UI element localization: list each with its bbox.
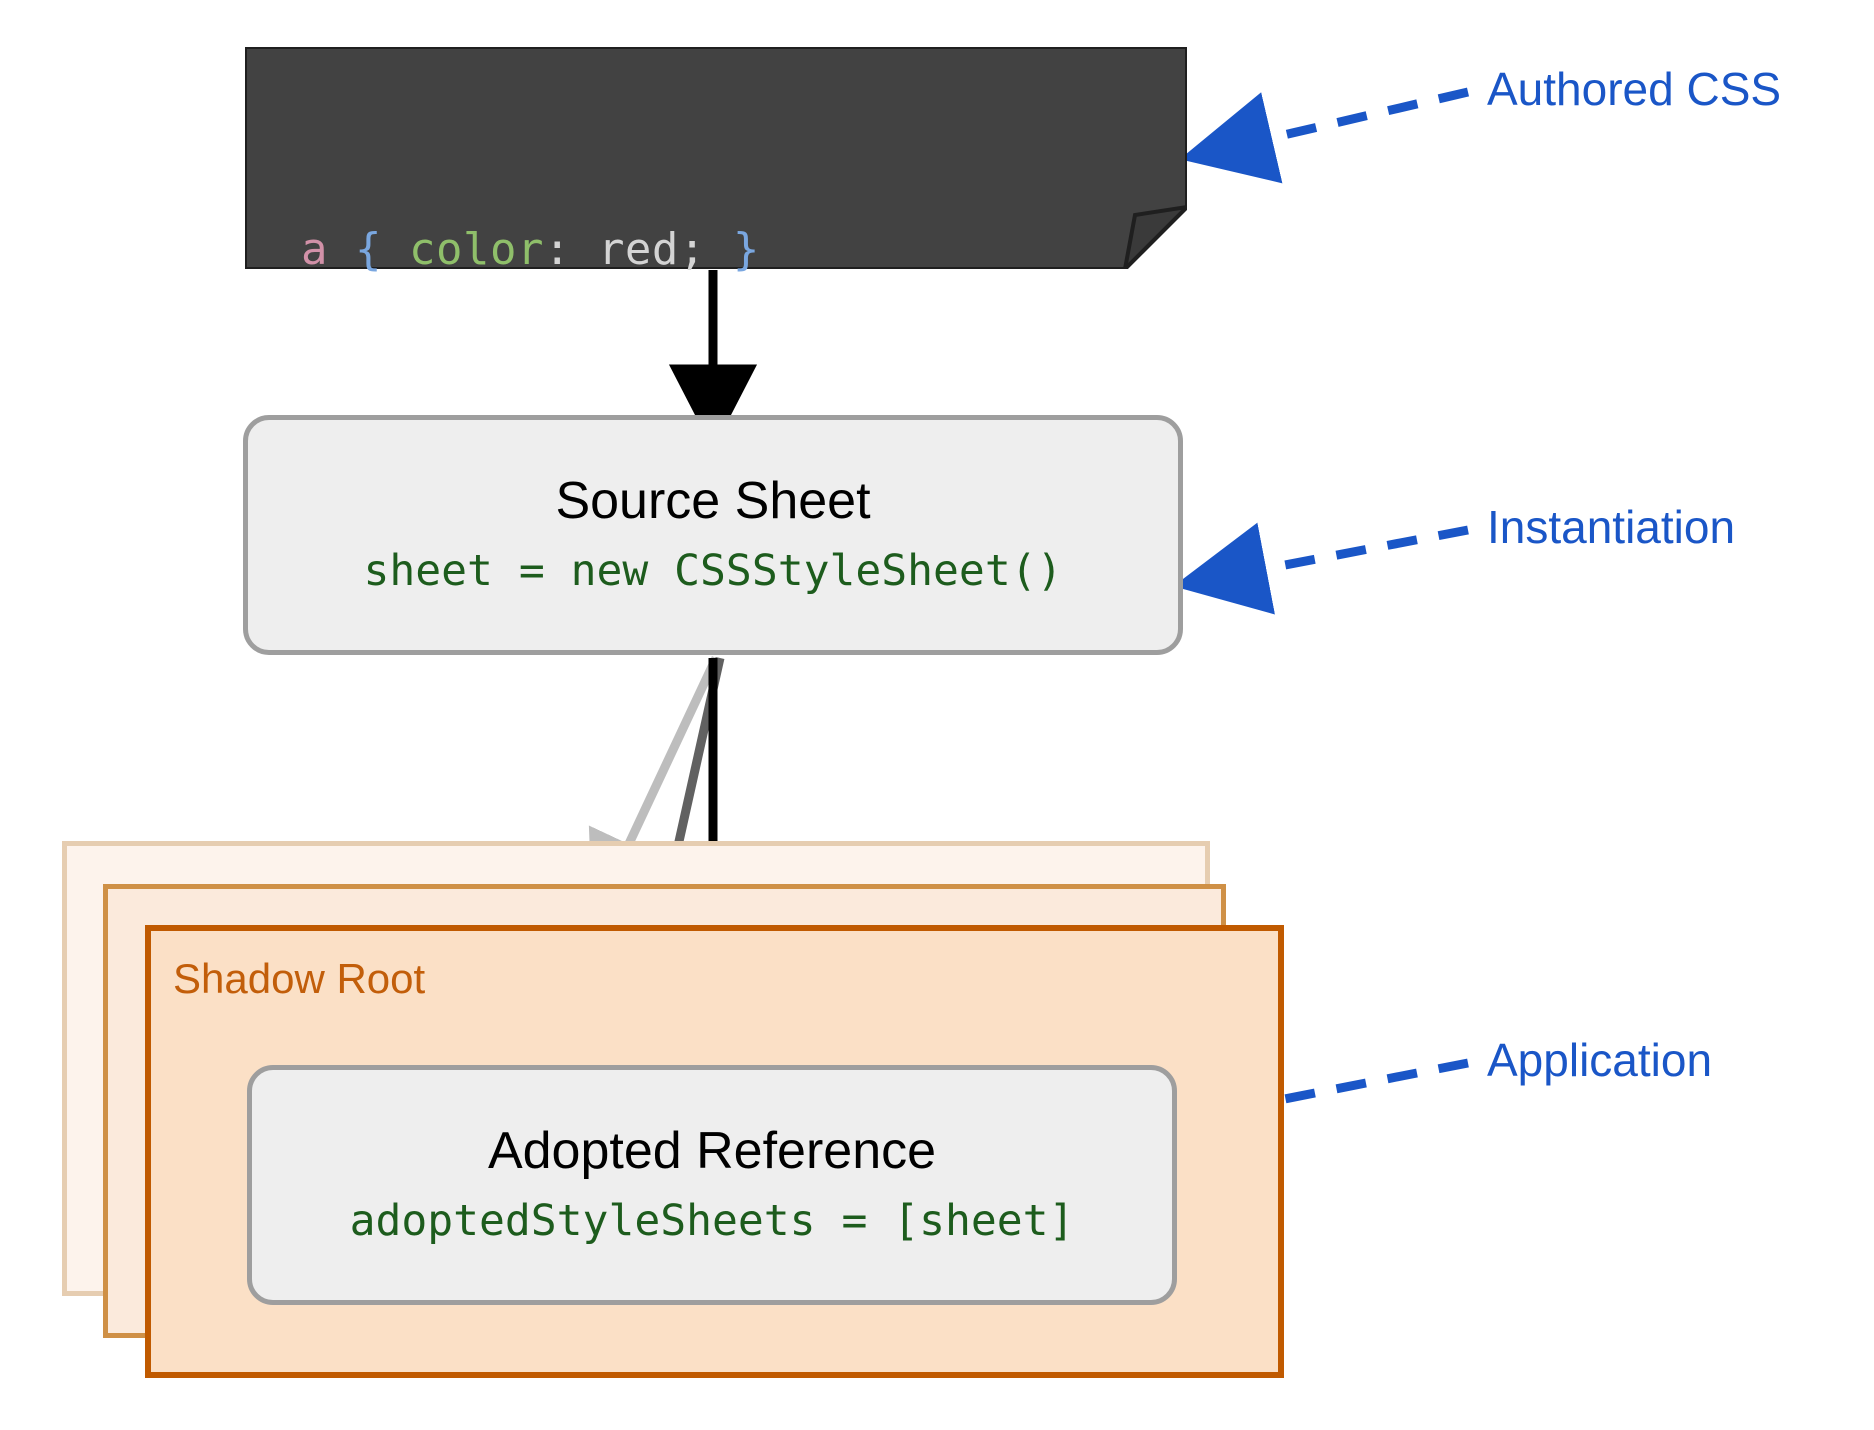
- authored-css-card: a { color: red; } p { padding: 10px; }: [243, 45, 1193, 461]
- annotation-label-application: Application: [1487, 1034, 1713, 1086]
- annotation-leader-authored-css: [1179, 87, 1470, 184]
- source-sheet-code: sheet = new CSSStyleSheet(): [363, 545, 1063, 596]
- adopted-reference-title: Adopted Reference: [487, 1122, 937, 1181]
- shadow-root-label: Shadow Root: [173, 955, 426, 1002]
- annotation-label-authored-css: Authored CSS: [1487, 63, 1782, 115]
- code-selector: a: [301, 224, 328, 275]
- code-property: color: [409, 224, 544, 275]
- source-sheet-title: Source Sheet: [555, 472, 871, 531]
- adopted-reference-code: adoptedStyleSheets = [sheet]: [349, 1195, 1075, 1246]
- code-open-brace: {: [355, 224, 382, 275]
- code-card-shape: [243, 45, 1193, 275]
- annotation-label-instantiation: Instantiation: [1487, 501, 1736, 553]
- code-colon: :: [543, 224, 598, 275]
- code-line-1: a { color: red; }: [301, 219, 841, 281]
- source-sheet-node: Source Sheet sheet = new CSSStyleSheet(): [243, 415, 1183, 655]
- code-value: red;: [597, 224, 706, 275]
- adopted-reference-node: Adopted Reference adoptedStyleSheets = […: [247, 1065, 1177, 1305]
- code-close-brace: }: [732, 224, 760, 275]
- annotation-leader-instantiation: [1173, 522, 1469, 615]
